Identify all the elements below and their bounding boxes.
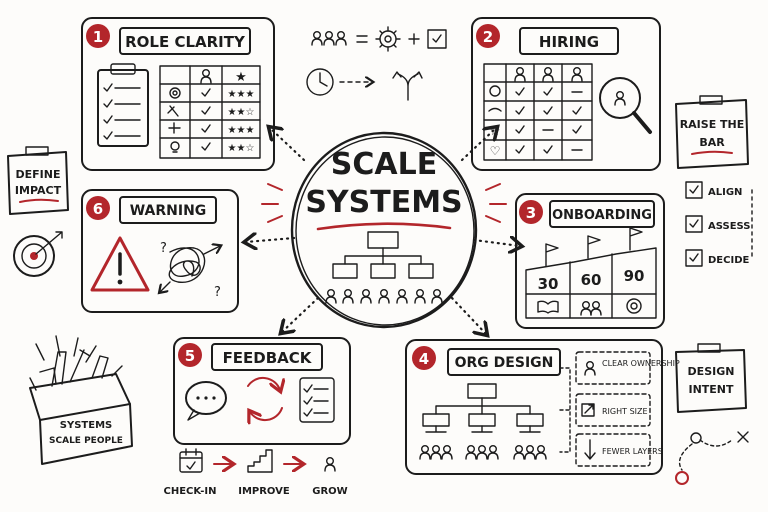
- badge-number-1: 1: [93, 28, 103, 46]
- clock-icon: [306, 68, 334, 96]
- note-impact: IMPACT: [15, 184, 62, 197]
- center-hub: SCALE SYSTEMS: [261, 131, 507, 329]
- book-icon: [537, 300, 559, 314]
- badge-number-3: 3: [526, 204, 536, 222]
- note-intent: INTENT: [688, 383, 734, 396]
- toolbox-line1: SYSTEMS: [60, 420, 112, 431]
- magnifier-icon: [599, 77, 652, 134]
- rating-4: ★★☆: [228, 143, 255, 154]
- note-define: DEFINE: [16, 168, 61, 181]
- center-title-line1: SCALE: [331, 147, 437, 182]
- hiring-matrix: ☆ ♡: [483, 63, 593, 161]
- badge-number-2: 2: [483, 28, 493, 46]
- panel-title-role-clarity: ROLE CLARITY: [125, 33, 246, 51]
- day-90: 90: [624, 267, 645, 285]
- panel-title-warning: WARNING: [130, 203, 207, 219]
- note-bar: BAR: [699, 136, 725, 149]
- svg-text:?: ?: [214, 285, 221, 300]
- panel-hiring: 2 HIRING ☆ ♡: [471, 17, 661, 171]
- center-title-line2: SYSTEMS: [305, 185, 462, 220]
- tag-fewer-layers: FEWER LAYERS: [602, 447, 663, 456]
- formula-icons: [306, 26, 447, 101]
- tag-right-size: RIGHT SIZE: [602, 407, 648, 416]
- calendar-icon: [179, 451, 203, 473]
- note-design-intent: DESIGN INTENT: [675, 343, 747, 413]
- note-design: DESIGN: [688, 365, 735, 378]
- day-30: 30: [538, 275, 559, 293]
- rating-2: ★★☆: [228, 107, 255, 118]
- badge-number-4: 4: [419, 350, 429, 368]
- svg-text:★: ★: [235, 70, 247, 85]
- panel-warning: 6 WARNING ? ?: [81, 189, 239, 313]
- svg-text:☆: ☆: [490, 124, 501, 138]
- check-align: ALIGN: [708, 187, 742, 198]
- connectors: [246, 128, 520, 334]
- toolbox-icon: SYSTEMS SCALE PEOPLE: [29, 335, 133, 465]
- warning-triangle-icon: [90, 236, 150, 292]
- tangle-icon: [160, 246, 220, 292]
- note-raise-the: RAISE THE: [680, 118, 745, 131]
- rating-3: ★★★: [228, 125, 255, 136]
- panel-title-feedback: FEEDBACK: [223, 349, 313, 367]
- rating-1: ★★★: [228, 89, 255, 100]
- svg-text:?: ?: [160, 241, 167, 256]
- panel-title-hiring: HIRING: [539, 33, 599, 51]
- org-tree-icon: [419, 383, 547, 460]
- path-route-icon: [675, 431, 749, 485]
- day-60: 60: [581, 271, 602, 289]
- step-check-in: CHECK-IN: [164, 486, 217, 497]
- target-arrow-icon: [13, 231, 63, 277]
- badge-number-6: 6: [93, 200, 103, 218]
- bar-chart-icon: [247, 449, 273, 473]
- step-grow: GROW: [312, 486, 347, 497]
- clipboard-icon: [97, 63, 149, 147]
- step-improve: IMPROVE: [238, 486, 290, 497]
- check-assess: ASSESS: [708, 221, 750, 232]
- panel-onboarding: 3 ONBOARDING 30 60 90: [515, 193, 665, 329]
- tag-clear-ownership: CLEAR OWNERSHIP: [602, 359, 680, 368]
- checklist-align-assess-decide: ALIGN ASSESS DECIDE: [685, 181, 753, 267]
- toolbox-line2: SCALE PEOPLE: [49, 436, 123, 446]
- role-matrix: ★ ★★★ ★★☆ ★★★ ★★☆: [159, 65, 261, 159]
- panel-title-org-design: ORG DESIGN: [455, 355, 554, 371]
- panel-org-design: 4 ORG DESIGN CLEAR OWNERSHIP RIGHT SIZE …: [405, 339, 680, 475]
- cycle-arrows-icon: [247, 376, 282, 420]
- speech-bubble-icon: [185, 381, 227, 421]
- note-raise-the-bar: RAISE THE BAR: [675, 95, 749, 169]
- gear-icon: [375, 26, 401, 52]
- note-define-impact: DEFINE IMPACT: [7, 146, 69, 215]
- panel-feedback: 5 FEEDBACK CHECK-IN IMPROVE GROW: [164, 337, 351, 497]
- panel-role-clarity: 1 ROLE CLARITY ★ ★★★ ★★☆ ★★★: [81, 17, 275, 171]
- org-chart-icon: [325, 231, 443, 304]
- target-icon: [626, 298, 642, 314]
- svg-text:♡: ♡: [490, 144, 501, 158]
- panel-title-onboarding: ONBOARDING: [552, 208, 652, 223]
- check-decide: DECIDE: [708, 255, 749, 266]
- badge-number-5: 5: [185, 347, 195, 365]
